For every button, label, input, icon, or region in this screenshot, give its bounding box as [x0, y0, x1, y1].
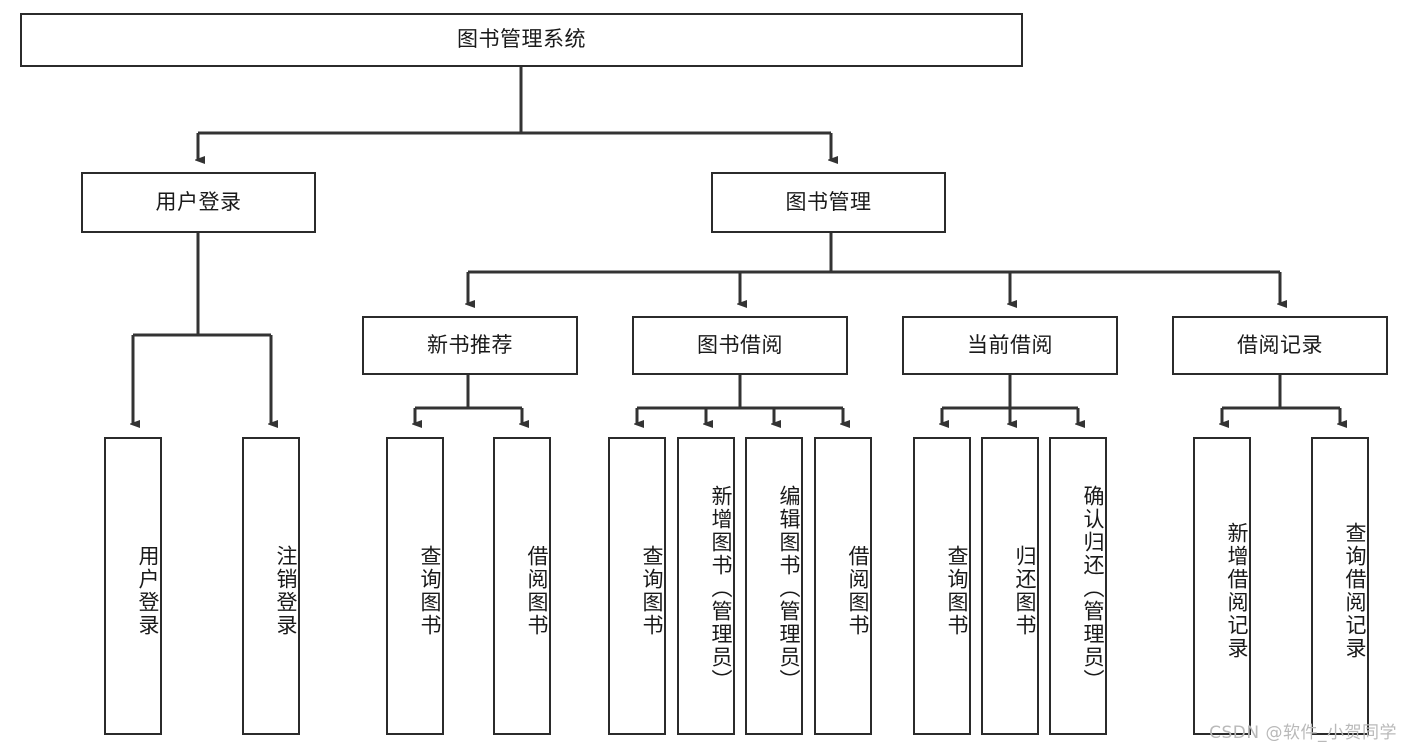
leaf-return-book-label: 归还图书	[1013, 545, 1037, 637]
leaf-return-book[interactable]: 归还图书	[981, 437, 1039, 735]
leaf-query-book-2[interactable]: 查询图书	[608, 437, 666, 735]
node-book-borrow-label: 图书借阅	[697, 332, 783, 357]
leaf-borrow-book-1-label: 借阅图书	[525, 545, 549, 637]
leaf-query-book-3[interactable]: 查询图书	[913, 437, 971, 735]
leaf-user-login-label: 用户登录	[136, 545, 160, 637]
leaf-add-book-label: 新增图书（管理员）	[709, 484, 733, 692]
leaf-edit-book-label: 编辑图书（管理员）	[777, 484, 801, 692]
leaf-query-book-2-label: 查询图书	[640, 545, 664, 637]
leaf-add-record-label: 新增借阅记录	[1225, 522, 1249, 660]
node-current-borrow-label: 当前借阅	[967, 332, 1053, 357]
node-new-book-recommend-label: 新书推荐	[427, 332, 513, 357]
leaf-add-book[interactable]: 新增图书（管理员）	[677, 437, 735, 735]
leaf-query-book-1-label: 查询图书	[418, 545, 442, 637]
node-book-manage[interactable]: 图书管理	[711, 172, 946, 233]
leaf-borrow-book-1[interactable]: 借阅图书	[493, 437, 551, 735]
leaf-borrow-book-2-label: 借阅图书	[846, 545, 870, 637]
leaf-confirm-return-label: 确认归还（管理员）	[1081, 484, 1105, 692]
node-book-borrow[interactable]: 图书借阅	[632, 316, 848, 375]
node-borrow-record-label: 借阅记录	[1237, 332, 1323, 357]
leaf-query-book-3-label: 查询图书	[945, 545, 969, 637]
node-user-login-label: 用户登录	[155, 189, 242, 214]
node-new-book-recommend[interactable]: 新书推荐	[362, 316, 578, 375]
csdn-watermark: CSDN @软件_小贺同学	[1209, 723, 1397, 743]
node-root[interactable]: 图书管理系统	[20, 13, 1023, 67]
leaf-confirm-return[interactable]: 确认归还（管理员）	[1049, 437, 1107, 735]
leaf-add-record[interactable]: 新增借阅记录	[1193, 437, 1251, 735]
node-current-borrow[interactable]: 当前借阅	[902, 316, 1118, 375]
leaf-borrow-book-2[interactable]: 借阅图书	[814, 437, 872, 735]
leaf-query-record[interactable]: 查询借阅记录	[1311, 437, 1369, 735]
leaf-user-login[interactable]: 用户登录	[104, 437, 162, 735]
node-borrow-record[interactable]: 借阅记录	[1172, 316, 1388, 375]
leaf-edit-book[interactable]: 编辑图书（管理员）	[745, 437, 803, 735]
node-user-login[interactable]: 用户登录	[81, 172, 316, 233]
leaf-logout-label: 注销登录	[274, 545, 298, 637]
leaf-query-record-label: 查询借阅记录	[1343, 522, 1367, 660]
node-book-manage-label: 图书管理	[785, 189, 872, 214]
leaf-logout[interactable]: 注销登录	[242, 437, 300, 735]
leaf-query-book-1[interactable]: 查询图书	[386, 437, 444, 735]
node-root-label: 图书管理系统	[457, 27, 586, 52]
